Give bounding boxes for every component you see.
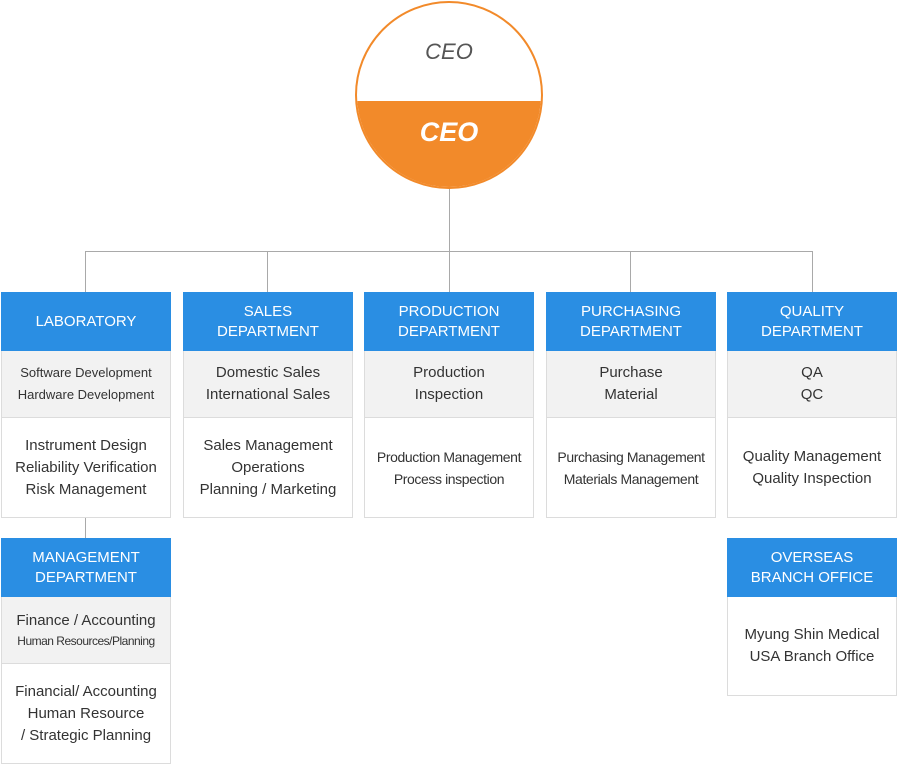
dept-quality-title: QUALITY DEPARTMENT	[727, 292, 897, 351]
dept-production-duties: Production Management Process inspection	[364, 418, 534, 518]
dept-laboratory-duties: Instrument Design Reliability Verificati…	[1, 418, 171, 518]
dept-production-groups: Production Inspection	[364, 351, 534, 418]
dept-production: PRODUCTION DEPARTMENT Production Inspect…	[364, 292, 534, 518]
dept-purchasing-duties: Purchasing Management Materials Manageme…	[546, 418, 716, 518]
dept-laboratory-title: LABORATORY	[1, 292, 171, 351]
dept-laboratory-groups: Software Development Hardware Developmen…	[1, 351, 171, 418]
connector-laboratory-management	[85, 516, 86, 538]
dept-quality-groups: QA QC	[727, 351, 897, 418]
dept-management-title: MANAGEMENT DEPARTMENT	[1, 538, 171, 597]
dept-purchasing: PURCHASING DEPARTMENT Purchase Material …	[546, 292, 716, 518]
connector-quality	[812, 251, 813, 292]
connector-purchasing	[630, 251, 631, 292]
dept-quality-duties: Quality Management Quality Inspection	[727, 418, 897, 518]
ceo-node: CEO CEO	[355, 1, 543, 189]
connector-ceo-vertical	[449, 187, 450, 251]
dept-quality: QUALITY DEPARTMENT QA QC Quality Managem…	[727, 292, 897, 518]
dept-overseas-duties: Myung Shin Medical USA Branch Office	[727, 597, 897, 696]
dept-management-group-hr: Human Resources/Planning	[17, 634, 155, 648]
dept-overseas-title: OVERSEAS BRANCH OFFICE	[727, 538, 897, 597]
dept-laboratory: LABORATORY Software Development Hardware…	[1, 292, 171, 518]
dept-management-group-finance: Finance / Accounting	[16, 612, 156, 629]
dept-management: MANAGEMENT DEPARTMENT Finance / Accounti…	[1, 538, 171, 764]
dept-overseas-branch: OVERSEAS BRANCH OFFICE Myung Shin Medica…	[727, 538, 897, 696]
dept-sales: SALES DEPARTMENT Domestic Sales Internat…	[183, 292, 353, 518]
connector-production	[449, 251, 450, 292]
ceo-top-label: CEO	[425, 39, 473, 64]
dept-management-duties: Financial/ Accounting Human Resource / S…	[1, 664, 171, 764]
dept-purchasing-groups: Purchase Material	[546, 351, 716, 418]
ceo-main-label: CEO	[357, 101, 541, 187]
dept-sales-title: SALES DEPARTMENT	[183, 292, 353, 351]
dept-management-groups: Finance / Accounting Human Resources/Pla…	[1, 597, 171, 664]
connector-laboratory	[85, 251, 86, 292]
connector-sales	[267, 251, 268, 292]
dept-purchasing-title: PURCHASING DEPARTMENT	[546, 292, 716, 351]
dept-sales-groups: Domestic Sales International Sales	[183, 351, 353, 418]
dept-production-title: PRODUCTION DEPARTMENT	[364, 292, 534, 351]
dept-sales-duties: Sales Management Operations Planning / M…	[183, 418, 353, 518]
